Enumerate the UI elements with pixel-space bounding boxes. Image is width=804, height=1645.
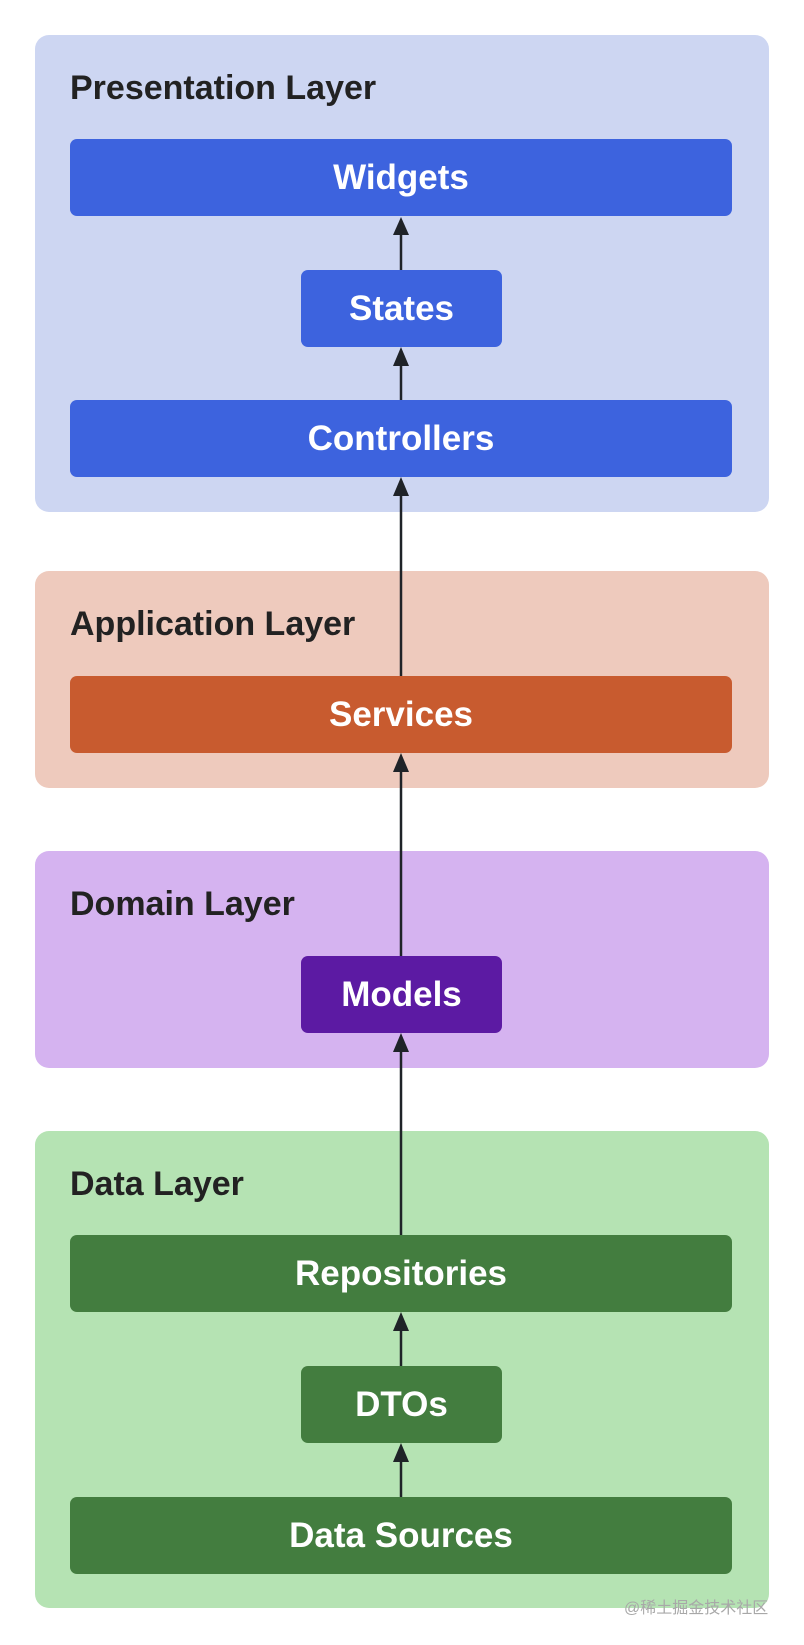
application-layer-title: Application Layer [70, 605, 356, 643]
arrowhead-models [393, 1033, 409, 1052]
arrowhead-services [393, 753, 409, 772]
arrowhead-states [393, 347, 409, 366]
arrowhead-repositories [393, 1312, 409, 1331]
domain-layer-title: Domain Layer [70, 885, 295, 923]
arrowhead-dtos [393, 1443, 409, 1462]
widgets-box: Widgets [70, 139, 732, 216]
arrowhead-controllers [393, 477, 409, 496]
states-box: States [301, 270, 502, 347]
data-layer-title: Data Layer [70, 1165, 244, 1203]
services-box: Services [70, 676, 732, 753]
models-box: Models [301, 956, 502, 1033]
watermark: @稀土掘金技术社区 [624, 1600, 769, 1617]
controllers-box: Controllers [70, 400, 732, 477]
repositories-box: Repositories [70, 1235, 732, 1312]
dtos-box: DTOs [301, 1366, 502, 1443]
data-sources-box: Data Sources [70, 1497, 732, 1574]
arrowhead-widgets [393, 217, 409, 235]
presentation-layer-title: Presentation Layer [70, 69, 377, 107]
